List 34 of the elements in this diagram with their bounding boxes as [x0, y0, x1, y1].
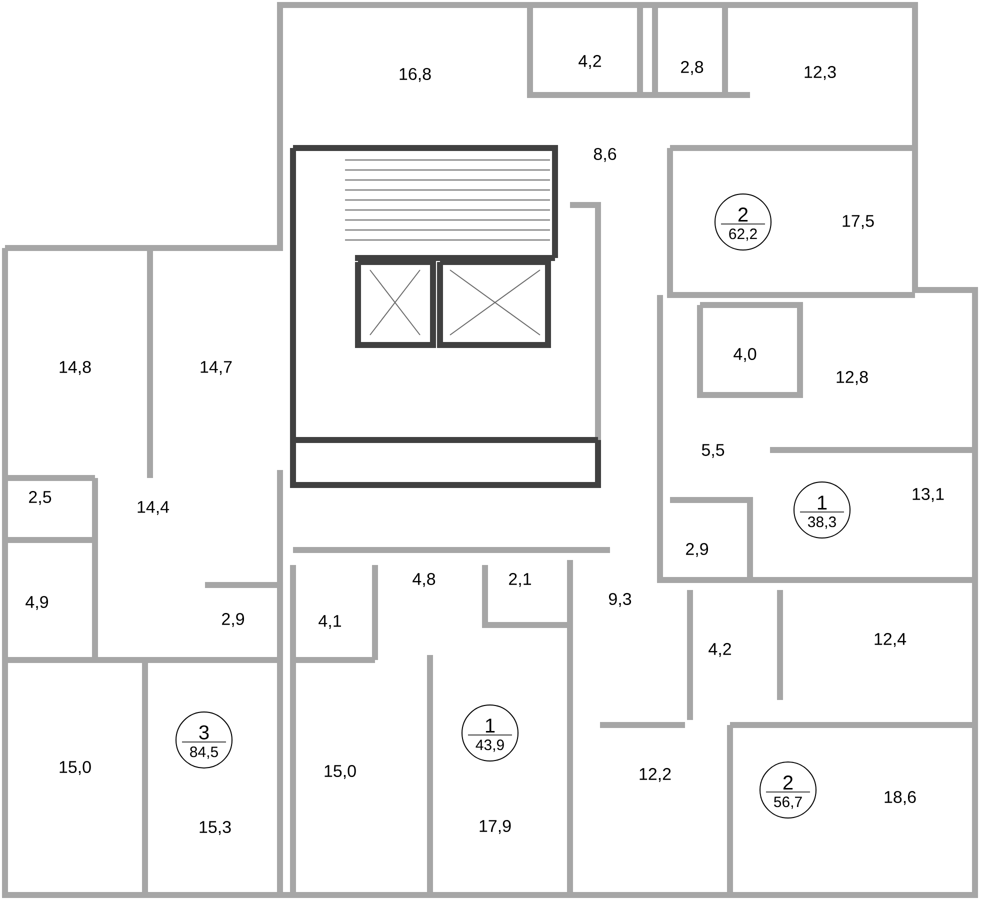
area-label: 16,8 [400, 68, 431, 82]
area-label: 15,0 [324, 764, 356, 780]
area-label: 2,1 [509, 572, 531, 588]
area-label: 14,4 [138, 501, 170, 515]
area-label: 12,2 [640, 768, 671, 782]
area-label: 4,9 [26, 596, 48, 610]
area-label: 4,2 [578, 54, 601, 70]
apartment-badge: 2 56,7 [760, 762, 816, 818]
area-label: 12,4 [874, 632, 906, 648]
area-label: 8,6 [594, 148, 616, 162]
area-label: 5,5 [702, 444, 724, 458]
area-label: 2,5 [29, 490, 52, 506]
apartment-badge: 3 84,5 [176, 712, 232, 768]
apartment-badge: 1 38,3 [794, 482, 851, 538]
area-label: 14,7 [200, 361, 232, 375]
area-label: 13,1 [912, 488, 944, 502]
area-label: 17,9 [480, 820, 511, 834]
area-label: 9,3 [609, 592, 632, 608]
area-label: 4,1 [318, 615, 341, 629]
area-label: 2,9 [686, 542, 708, 558]
area-label: 4,0 [734, 348, 756, 362]
area-label: 15,0 [60, 760, 91, 776]
area-label: 12,3 [804, 66, 836, 80]
area-label: 12,8 [836, 370, 868, 386]
area-label: 4,8 [412, 572, 436, 588]
area-label: 2,8 [681, 60, 704, 76]
area-label: 18,6 [884, 790, 916, 806]
apartment-badge: 1 43,9 [462, 704, 518, 762]
area-label: 4,2 [708, 642, 731, 658]
area-label: 14,8 [60, 360, 91, 376]
area-label: 2,9 [222, 612, 244, 628]
apartment-badge: 2 62,2 [714, 194, 772, 250]
area-label: 17,5 [842, 215, 874, 229]
area-label: 15,3 [200, 820, 231, 836]
